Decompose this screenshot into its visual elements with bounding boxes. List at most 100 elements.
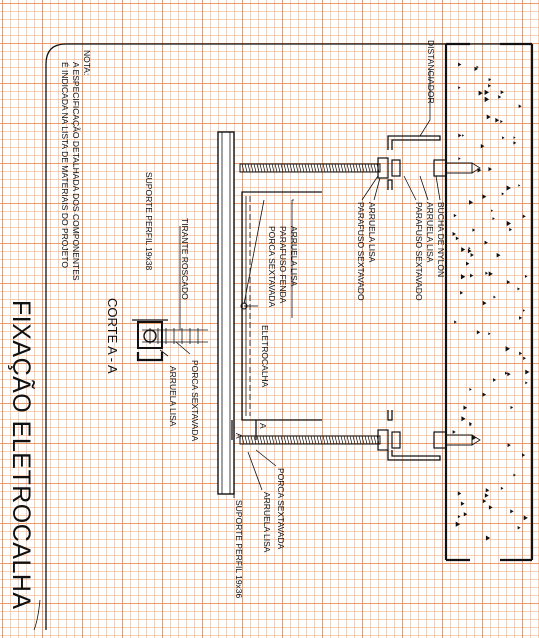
anchor-assembly-upper bbox=[239, 135, 481, 190]
aggregate-mark bbox=[493, 295, 496, 299]
label-bucha-nylon: BUCHA DE NYLON bbox=[436, 202, 446, 277]
label-porca-sextavada-1: PORCA SEXTAVADA bbox=[267, 226, 277, 308]
aggregate-mark bbox=[523, 356, 526, 360]
callout-labels: DISTANCIADOR BUCHA DE NYLON ARRUELA LISA… bbox=[144, 40, 446, 599]
aggregate-mark bbox=[470, 253, 474, 257]
aggregate-mark bbox=[496, 252, 501, 258]
label-eletrocalha: ELETROCALHA bbox=[260, 325, 270, 388]
drawing-frame bbox=[45, 43, 520, 630]
aggregate-mark bbox=[486, 114, 491, 120]
aggregate-mark bbox=[518, 184, 521, 187]
aggregate-mark bbox=[461, 416, 466, 422]
aggregate-mark bbox=[467, 248, 472, 254]
aggregate-mark bbox=[524, 274, 528, 278]
aggregate-mark bbox=[460, 274, 466, 280]
aggregate-mark bbox=[476, 65, 479, 69]
aggregate-mark bbox=[488, 166, 492, 172]
aggregate-mark bbox=[493, 378, 497, 382]
aggregate-mark bbox=[474, 66, 478, 71]
label-arruela-lisa-2: ARRUELA LISA bbox=[367, 202, 377, 263]
aggregate-mark bbox=[454, 320, 457, 324]
aggregate-mark bbox=[484, 96, 490, 103]
aggregate-mark bbox=[482, 392, 487, 397]
label-arruela-lisa-1: ARRUELA LISA bbox=[425, 202, 435, 263]
aggregate-mark bbox=[488, 271, 493, 277]
aggregate-mark bbox=[510, 509, 514, 514]
aggregate-mark bbox=[472, 228, 476, 232]
label-arruela-lisa-3: ARRUELA LISA bbox=[289, 226, 299, 287]
anchor-assembly-lower bbox=[239, 410, 481, 461]
aggregate-mark bbox=[455, 236, 459, 241]
concrete-slab bbox=[444, 42, 534, 562]
aggregate-mark bbox=[482, 499, 487, 504]
aggregate-mark bbox=[501, 192, 505, 196]
aggregate-mark bbox=[500, 90, 504, 95]
drawing-title: FIXAÇÃO ELETROCALHA bbox=[7, 300, 36, 610]
aggregate-mark bbox=[453, 213, 457, 218]
label-porca-sextavada-2: PORCA SEXTAVADA bbox=[190, 360, 200, 442]
aggregate-mark bbox=[455, 521, 461, 527]
threaded-rod-upper bbox=[241, 163, 380, 173]
aggregate-mark bbox=[513, 473, 516, 477]
aggregate-mark bbox=[506, 185, 511, 191]
aggregate-mark bbox=[519, 351, 523, 356]
cable-tray bbox=[240, 191, 322, 421]
aggregate-mark bbox=[505, 371, 508, 375]
aggregate-mark bbox=[523, 515, 528, 521]
aggregate-mark bbox=[525, 381, 528, 385]
aggregate-mark bbox=[484, 493, 489, 498]
aggregate-mark bbox=[458, 62, 462, 67]
aggregate-mark bbox=[505, 346, 510, 352]
label-distanciador: DISTANCIADOR bbox=[426, 40, 436, 104]
support-profile bbox=[217, 131, 235, 495]
aggregate-mark bbox=[485, 488, 490, 493]
aggregate-mark bbox=[468, 247, 471, 250]
section-marks: A A bbox=[231, 420, 268, 440]
aggregate-mark bbox=[469, 421, 472, 426]
aggregate-mark bbox=[510, 405, 514, 410]
label-tirante-roscado: TIRANTE ROSCADO bbox=[180, 218, 190, 300]
aggregate-mark bbox=[513, 136, 516, 139]
aggregate-mark bbox=[482, 300, 487, 306]
aggregate-mark bbox=[485, 535, 491, 541]
label-parafuso-sextavado-2: PARAFUSO SEXTAVADO bbox=[356, 202, 366, 301]
aggregate-mark bbox=[452, 430, 456, 434]
aggregate-mark bbox=[507, 443, 511, 448]
concrete-aggregate bbox=[452, 62, 530, 541]
aggregate-mark bbox=[488, 78, 492, 82]
threaded-rod-lower bbox=[241, 435, 380, 445]
aggregate-mark bbox=[500, 120, 503, 124]
aggregate-mark bbox=[476, 330, 481, 335]
aggregate-mark bbox=[495, 117, 500, 123]
aggregate-mark bbox=[485, 271, 489, 275]
section-aa-detail bbox=[132, 319, 208, 362]
leader-lines bbox=[159, 70, 441, 498]
aggregate-mark bbox=[470, 273, 474, 278]
aggregate-mark bbox=[488, 84, 492, 88]
aggregate-mark bbox=[522, 214, 526, 219]
aggregate-mark bbox=[525, 369, 530, 375]
aggregate-mark bbox=[469, 200, 474, 205]
aggregate-mark bbox=[513, 141, 517, 145]
note-block: NOTA: A ESPECIFICAÇÃO DETALHADA DOS COMP… bbox=[60, 50, 92, 281]
aggregate-mark bbox=[465, 261, 470, 266]
aggregate-mark bbox=[463, 512, 468, 517]
aggregate-mark bbox=[506, 280, 511, 285]
aggregate-mark bbox=[463, 405, 468, 411]
label-suporte-perfil-2: SUPORTE PERFIL 19x36 bbox=[234, 500, 244, 599]
aggregate-mark bbox=[478, 90, 483, 96]
section-mark-a-2: A bbox=[258, 423, 268, 429]
aggregate-mark bbox=[462, 134, 465, 137]
note-line-2: É INDICADA NA LISTA DE MATERIAIS DO PROJ… bbox=[60, 62, 70, 268]
aggregate-mark bbox=[484, 89, 490, 96]
aggregate-mark bbox=[458, 157, 461, 161]
aggregate-mark bbox=[498, 95, 502, 99]
note-heading: NOTA: bbox=[82, 50, 92, 75]
aggregate-mark bbox=[461, 247, 466, 252]
note-line-1: A ESPECIFICAÇÃO DETALHADA DOS COMPONENTE… bbox=[71, 62, 81, 281]
aggregate-mark bbox=[500, 486, 504, 490]
section-caption: CORTE A - A bbox=[105, 298, 120, 374]
aggregate-mark bbox=[452, 231, 456, 237]
aggregate-mark bbox=[458, 86, 461, 90]
